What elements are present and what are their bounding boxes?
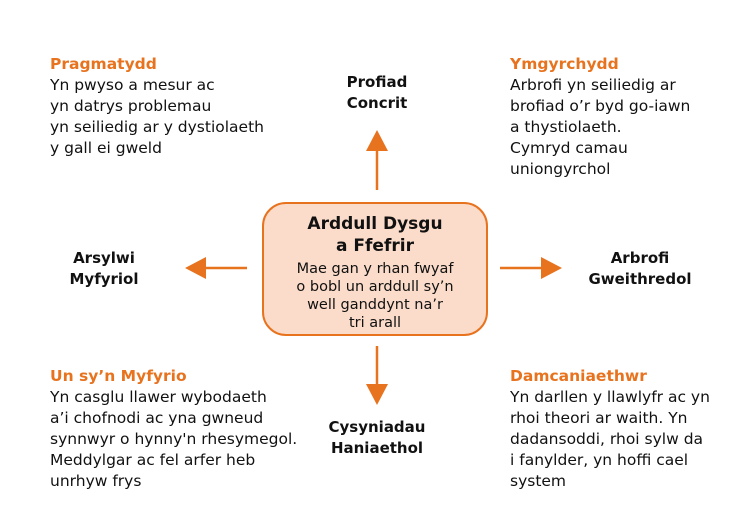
activist-heading: Ymgyrchydd	[510, 55, 619, 73]
activist-line: Arbrofi yn seiliedig ar	[510, 76, 676, 94]
arrow-down-icon	[366, 346, 388, 405]
center-description: Mae gan y rhan fwyaf o bobl un arddull s…	[264, 260, 486, 332]
theorist-line: system	[510, 472, 567, 490]
center-box: Arddull Dysgu a Ffefrir Mae gan y rhan f…	[262, 202, 488, 336]
center-description-line: well ganddynt na’r	[307, 297, 443, 313]
pragmatist-heading: Pragmatydd	[50, 55, 157, 73]
axis-label-right: Arbrofi Gweithredol	[580, 248, 700, 290]
reflector-line: unrhyw frys	[50, 472, 142, 490]
reflector-line: synnwyr o hynny'n rhesymegol.	[50, 430, 298, 448]
axis-label-line: Gweithredol	[588, 270, 692, 288]
reflector-line: Yn casglu llawer wybodaeth	[50, 388, 267, 406]
center-title: Arddull Dysgu a Ffefrir	[264, 213, 486, 257]
axis-label-top: Profiad Concrit	[327, 72, 427, 114]
reflector-heading: Un sy’n Myfyrio	[50, 367, 187, 385]
axis-label-line: Cysyniadau	[328, 418, 426, 436]
activist-line: brofiad o’r byd go-iawn	[510, 97, 691, 115]
reflector-line: Meddylgar ac fel arfer heb	[50, 451, 256, 469]
reflector-block: Un sy’n Myfyrio Yn casglu llawer wybodae…	[50, 366, 297, 492]
axis-label-line: Myfyriol	[69, 270, 139, 288]
theorist-line: dadansoddi, rhoi sylw da	[510, 430, 704, 448]
axis-label-left: Arsylwi Myfyriol	[44, 248, 164, 290]
axis-label-line: Haniaethol	[330, 439, 424, 457]
activist-line: uniongyrchol	[510, 160, 611, 178]
pragmatist-line: yn seiliedig ar y dystiolaeth	[50, 118, 264, 136]
activist-line: a thystiolaeth.	[510, 118, 622, 136]
center-title-line: Arddull Dysgu	[307, 214, 443, 234]
theorist-block: Damcaniaethwr Yn darllen y llawlyfr ac y…	[510, 366, 710, 492]
pragmatist-block: Pragmatydd Yn pwyso a mesur ac yn datrys…	[50, 54, 264, 159]
pragmatist-line: yn datrys problemau	[50, 97, 212, 115]
activist-block: Ymgyrchydd Arbrofi yn seiliedig ar brofi…	[510, 54, 690, 180]
axis-label-line: Concrit	[346, 94, 408, 112]
activist-line: Cymryd camau	[510, 139, 628, 157]
axis-label-line: Arbrofi	[610, 249, 670, 267]
axis-label-bottom: Cysyniadau Haniaethol	[312, 417, 442, 459]
axis-label-line: Profiad	[346, 73, 408, 91]
pragmatist-line: Yn pwyso a mesur ac	[50, 76, 215, 94]
center-title-line: a Ffefrir	[336, 236, 414, 256]
arrow-up-icon	[366, 130, 388, 190]
theorist-line: rhoi theori ar waith. Yn	[510, 409, 688, 427]
center-description-line: Mae gan y rhan fwyaf	[296, 261, 454, 277]
center-description-line: o bobl un arddull sy’n	[296, 279, 454, 295]
theorist-line: Yn darllen y llawlyfr ac yn	[510, 388, 710, 406]
axis-label-line: Arsylwi	[73, 249, 135, 267]
center-description-line: tri arall	[348, 315, 402, 331]
theorist-heading: Damcaniaethwr	[510, 367, 647, 385]
reflector-line: a’i chofnodi ac yna gwneud	[50, 409, 264, 427]
arrow-right-icon	[500, 257, 562, 279]
arrow-left-icon	[185, 257, 247, 279]
theorist-line: i fanylder, yn hoffi cael	[510, 451, 689, 469]
pragmatist-line: y gall ei gweld	[50, 139, 162, 157]
